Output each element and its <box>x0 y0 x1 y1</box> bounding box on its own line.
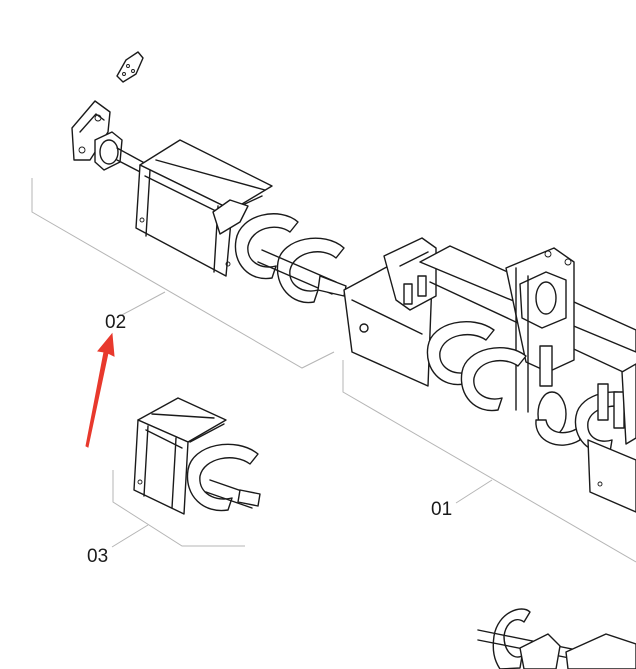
mounting-plate-part <box>116 51 144 83</box>
bracket-02 <box>31 178 335 369</box>
assembly-group-03 <box>133 397 261 515</box>
leader-03 <box>111 524 149 548</box>
red-arrow-annotation <box>85 332 115 448</box>
leader-01 <box>455 479 493 504</box>
assembly-group-01 <box>343 237 636 513</box>
leader-02 <box>119 291 166 317</box>
bracket-03 <box>112 470 245 547</box>
bracket-01 <box>342 360 636 563</box>
leader-lines <box>31 178 636 563</box>
callout-labels: 02 01 03 <box>87 312 452 567</box>
callout-02: 02 <box>105 312 126 333</box>
callout-03: 03 <box>87 546 108 567</box>
assembly-partial-bottom <box>477 608 636 669</box>
callout-01: 01 <box>431 499 452 520</box>
assembly-group-02 <box>71 100 347 304</box>
